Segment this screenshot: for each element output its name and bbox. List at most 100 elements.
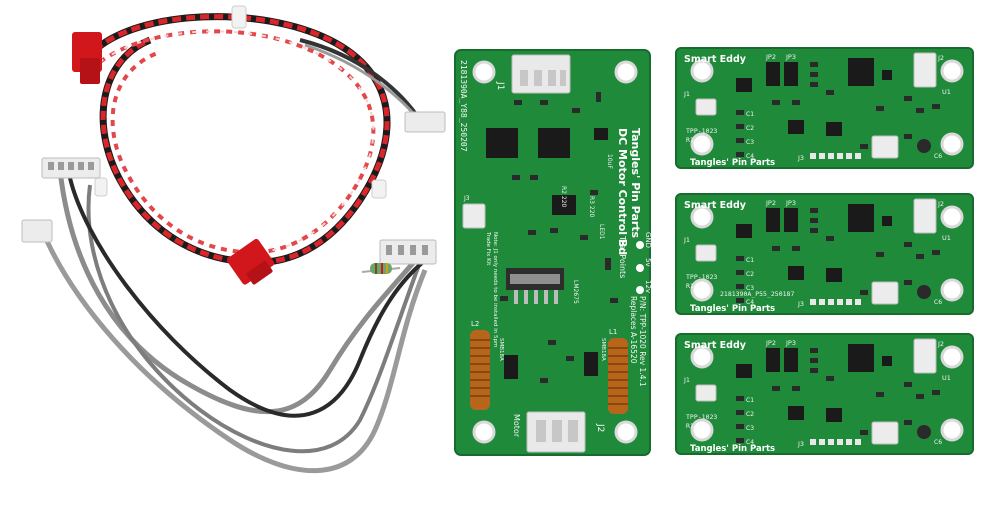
connector-j2 — [913, 52, 937, 88]
smd-component — [932, 390, 940, 395]
ic-chip — [594, 128, 608, 140]
capacitor — [917, 139, 931, 153]
ic-chip — [826, 408, 842, 422]
smd-component — [916, 108, 924, 113]
mounting-hole — [940, 59, 964, 83]
j2-label: J2 — [937, 200, 944, 208]
ic-chip — [826, 122, 842, 136]
header-pad — [855, 439, 861, 445]
ic-chip — [848, 58, 874, 86]
smd-component — [876, 106, 884, 111]
smd-component — [876, 252, 884, 257]
smd-component — [736, 298, 744, 303]
connector-j1 — [695, 244, 717, 262]
mounting-hole — [690, 278, 714, 302]
smd-component — [826, 376, 834, 381]
header-pad — [855, 153, 861, 159]
ic-chip — [736, 364, 752, 378]
board-subtitle: DC Motor Control Bd — [616, 128, 629, 255]
smd-components — [500, 92, 618, 383]
voltage-regulator — [506, 268, 564, 304]
molex-connector-j2 — [526, 411, 586, 453]
ic-chip — [788, 406, 804, 420]
smd-component — [932, 104, 940, 109]
mounting-hole — [614, 420, 638, 444]
j1-label: J1 — [683, 236, 690, 244]
u1-label: U1 — [942, 234, 951, 242]
grey-wire — [57, 169, 422, 415]
c2-label: C2 — [746, 411, 754, 418]
smd-component — [810, 72, 818, 77]
test-points-label: Test Points — [618, 235, 627, 278]
led-label: LED1 — [598, 224, 605, 240]
c4-label: C4 — [746, 439, 754, 446]
smd-component — [792, 386, 800, 391]
connector-j2 — [913, 198, 937, 234]
smd-component — [736, 410, 744, 415]
smd-component — [736, 270, 744, 275]
j2-label: J2 — [937, 54, 944, 62]
c3-label: C3 — [746, 139, 754, 146]
capacitor — [917, 285, 931, 299]
mounting-hole — [690, 205, 714, 229]
board-title: Tangles' Pin Parts — [629, 128, 642, 239]
smd-component — [860, 290, 868, 295]
l2-label: L2 — [471, 320, 479, 328]
smd-component — [736, 284, 744, 289]
board-title: Smart Eddy — [684, 200, 747, 211]
smd-component — [736, 256, 744, 261]
jumper-jp2 — [766, 62, 780, 86]
board-title: Smart Eddy — [684, 340, 747, 351]
smd-component — [904, 134, 912, 139]
mounting-hole — [940, 205, 964, 229]
jumper-jp3 — [784, 62, 798, 86]
smd-component — [810, 348, 818, 353]
connector-j1 — [695, 98, 717, 116]
ic-chip — [736, 78, 752, 92]
board-serial: 2181390A_Y88_250207 — [459, 60, 468, 152]
c4-label: C4 — [746, 299, 754, 306]
smd-component — [810, 62, 818, 67]
inductor-l2 — [470, 330, 490, 410]
black-wire — [299, 38, 422, 122]
white-connector — [379, 239, 437, 265]
header-pad — [837, 439, 843, 445]
capacitor — [917, 425, 931, 439]
part-number: P/N: TPP-1020 Rev 1.4.1 — [638, 296, 647, 387]
white-stripe-wire — [99, 30, 375, 254]
ic-chip — [788, 120, 804, 134]
mounting-hole — [472, 420, 496, 444]
motor-label: Motor — [512, 414, 521, 438]
j1-label: J1 — [683, 90, 690, 98]
jp2-label: JP2 — [765, 53, 776, 61]
connector-j2 — [913, 338, 937, 374]
mounting-hole — [690, 345, 714, 369]
connector-j4 — [871, 281, 899, 305]
jumper-jp3 — [784, 348, 798, 372]
smd-component — [876, 392, 884, 397]
model-number: TPP-1023 — [686, 127, 717, 135]
mounting-hole — [690, 132, 714, 156]
smd-component — [736, 138, 744, 143]
jumper-jp2 — [766, 348, 780, 372]
white-connector — [404, 111, 446, 133]
grey-wire — [86, 184, 422, 454]
revision: R1.5 — [686, 282, 702, 290]
tvs-diode — [504, 355, 518, 379]
smd-component — [772, 100, 780, 105]
jumper-jp3 — [784, 208, 798, 232]
black-wire — [68, 177, 430, 418]
smd-component — [772, 386, 780, 391]
header-pad — [810, 299, 816, 305]
j2-label: J2 — [937, 340, 944, 348]
smd-component — [904, 280, 912, 285]
smd-component — [792, 246, 800, 251]
cable-tie — [94, 177, 108, 197]
header-pad — [819, 153, 825, 159]
red-connector — [227, 238, 275, 285]
c1-label: C1 — [746, 397, 754, 404]
test-point — [636, 264, 644, 272]
connector-j3 — [462, 203, 486, 229]
j3-label: J3 — [797, 154, 804, 162]
